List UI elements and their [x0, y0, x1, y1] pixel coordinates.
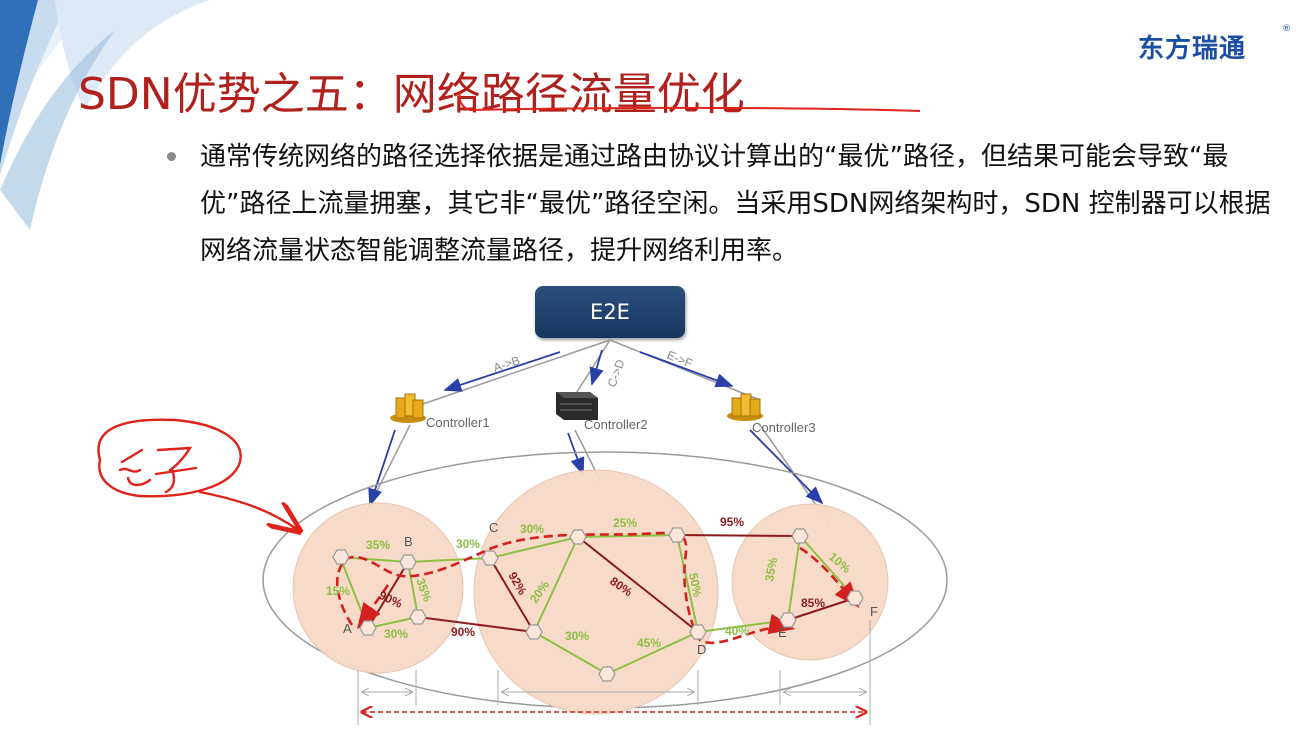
controller3-icon [727, 393, 763, 421]
link-label: 85% [801, 596, 825, 610]
link-label: 40% [725, 624, 749, 638]
title-main: 网络路径流量优化 [392, 69, 745, 120]
slide-title: SDN优势之五：网络路径流量优化 [78, 58, 745, 122]
node-9 [598, 666, 616, 682]
controller2-label: Controller2 [584, 417, 648, 432]
arrow-label-cd: C->D [605, 357, 628, 389]
node-label-d: D [697, 642, 706, 657]
controller3-label: Controller3 [752, 420, 816, 435]
link-label: 95% [720, 515, 744, 529]
handwritten-annotation [97, 418, 298, 530]
network-nodes [332, 527, 864, 682]
bullet-text: 通常传统网络的路径选择依据是通过路由协议计算出的“最优”路径，但结果可能会导致“… [200, 142, 1271, 266]
link-label: 30% [384, 627, 408, 641]
node-label-c: C [489, 520, 498, 535]
controller2-icon [556, 392, 598, 420]
link-label: 30% [456, 537, 480, 551]
node-5 [481, 550, 499, 566]
link-label: 35% [762, 556, 780, 582]
node-label-b: B [404, 534, 413, 549]
node-11 [791, 528, 809, 544]
node-4 [409, 609, 427, 625]
controller1-label: Controller1 [426, 415, 490, 430]
link-label: 50% [686, 572, 705, 599]
node-2 [399, 554, 417, 570]
node-12 [779, 612, 797, 628]
link-label: 15% [326, 584, 350, 598]
node-13 [846, 590, 864, 606]
node-label-a: A [343, 621, 352, 636]
node-3 [359, 620, 377, 636]
node-1 [332, 549, 350, 565]
bullet-icon [167, 152, 176, 161]
registered-mark: ® [1282, 24, 1291, 34]
link-label: 35% [366, 538, 390, 552]
controller1-icon [390, 393, 426, 423]
node-8 [525, 624, 543, 640]
node-10 [689, 624, 707, 640]
e2e-box: E2E [535, 286, 685, 338]
title-underline-mark [458, 91, 921, 112]
domain-3 [731, 503, 889, 661]
node-label-e: E [778, 625, 787, 640]
link-label: 25% [613, 516, 637, 530]
domain-1 [292, 502, 464, 674]
company-logo: 东方瑞通 [1138, 34, 1247, 64]
node-6 [569, 529, 587, 545]
e2e-label: E2E [590, 300, 630, 324]
title-prefix: SDN优势之五： [78, 69, 393, 120]
node-label-f: F [870, 604, 878, 619]
link-label: 30% [565, 629, 589, 643]
node-7 [668, 527, 686, 543]
link-label: 90% [451, 625, 475, 639]
link-label: 30% [520, 522, 544, 536]
link-label: 45% [637, 636, 661, 650]
